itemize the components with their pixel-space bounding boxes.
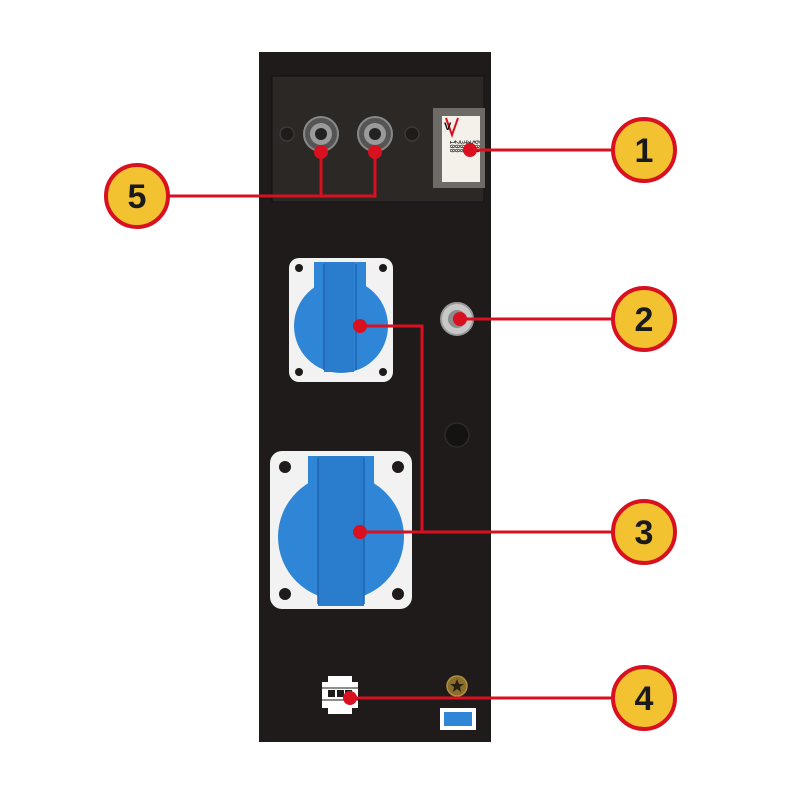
- callout-label-2: 2: [635, 301, 654, 339]
- callout-badge-1: 1: [611, 117, 677, 183]
- voltmeter-scale-label: 300: [458, 140, 466, 153]
- callout-badge-3: 3: [611, 499, 677, 565]
- dc-indicator: [440, 708, 476, 730]
- callout-badge-4: 4: [611, 665, 677, 731]
- voltmeter-scale-label: 200: [453, 140, 461, 153]
- plate-screw-right: [404, 126, 420, 142]
- callout-badge-5: 5: [104, 163, 170, 229]
- callout-lines: [168, 148, 612, 700]
- voltmeter-scale-label: 100: [448, 140, 456, 153]
- voltmeter-needle: [445, 117, 459, 139]
- callout-badge-2: 2: [611, 286, 677, 352]
- ac-socket-large[interactable]: [270, 451, 412, 609]
- voltmeter: V 100200300400500600: [433, 108, 485, 188]
- ac-socket-small[interactable]: [289, 258, 393, 382]
- callout-line-5b: [321, 152, 377, 198]
- ground-terminal[interactable]: [446, 675, 468, 697]
- callout-label-1: 1: [635, 132, 654, 170]
- callout-label-4: 4: [635, 680, 654, 718]
- plate-screw-left: [279, 126, 295, 142]
- callout-label-3: 3: [635, 514, 654, 552]
- callout-dots: [314, 143, 477, 705]
- panel-blank-plug: [444, 422, 470, 448]
- callout-label-5: 5: [128, 178, 147, 216]
- voltmeter-unit: V: [444, 121, 452, 133]
- voltmeter-scale-label: 600: [473, 140, 481, 153]
